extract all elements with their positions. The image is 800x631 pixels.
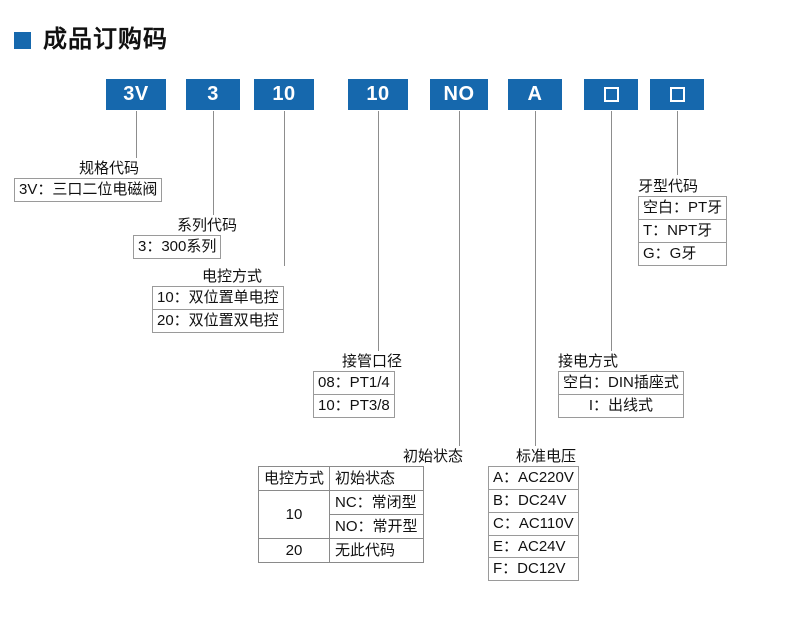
annotation-wiring: 接电方式 空白：DIN插座式 I：出线式 xyxy=(558,353,724,418)
option-list-series: 3：300系列 xyxy=(133,235,222,259)
annotation-series: 系列代码 3：300系列 xyxy=(133,217,281,259)
leader-line-voltage xyxy=(535,111,536,446)
table-row: 20 无此代码 xyxy=(257,538,424,564)
blank-square-icon xyxy=(603,87,619,102)
table-row: 10 NC：常闭型 xyxy=(257,490,424,540)
code-box-voltage[interactable]: A xyxy=(508,79,562,110)
annotation-title-wiring: 接电方式 xyxy=(558,353,619,370)
leader-line-spec xyxy=(136,111,137,158)
option-list-control: 10：双位置单电控 20：双位置双电控 xyxy=(152,286,284,333)
annotation-title-thread: 牙型代码 xyxy=(638,178,699,195)
option-item: F：DC12V xyxy=(493,560,566,578)
code-box-wiring[interactable] xyxy=(584,79,638,110)
table-row: NO：常开型 xyxy=(259,514,424,540)
annotation-title-port: 接管口径 xyxy=(341,353,402,370)
option-item: 10：PT3/8 xyxy=(318,397,390,414)
initial-state-table: 电控方式 初始状态 10 NC：常闭型 NO：常开型 20 无此代码 xyxy=(257,466,424,564)
table-header-cell: 电控方式 xyxy=(257,466,331,492)
option-item: 08：PT1/4 xyxy=(314,372,394,395)
table-cell-code: 10 xyxy=(257,490,331,540)
annotation-title-control: 电控方式 xyxy=(201,268,262,285)
option-item: A：AC220V xyxy=(489,467,578,490)
code-box-port[interactable]: 10 xyxy=(348,79,408,110)
blank-square-icon xyxy=(669,87,685,102)
option-item: 3：300系列 xyxy=(138,238,217,256)
leader-line-initial-state xyxy=(459,111,460,446)
code-box-spec[interactable]: 3V xyxy=(106,79,166,110)
code-box-control[interactable]: 10 xyxy=(254,79,314,110)
annotation-title-voltage: 标准电压 xyxy=(515,448,576,465)
code-box-series[interactable]: 3 xyxy=(186,79,240,110)
annotation-title-initial-state: 初始状态 xyxy=(402,448,463,465)
leader-line-port xyxy=(378,111,379,351)
table-header-cell: 初始状态 xyxy=(329,466,424,492)
annotation-title-spec: 规格代码 xyxy=(78,160,139,177)
annotation-spec: 规格代码 3V：三口二位电磁阀 xyxy=(14,160,204,202)
table-cell-state: 无此代码 xyxy=(329,538,424,564)
leader-line-series xyxy=(213,111,214,215)
annotation-initial-state: 初始状态 电控方式 初始状态 10 NC：常闭型 NO：常开型 20 无此代码 xyxy=(257,448,473,564)
annotation-title-series: 系列代码 xyxy=(176,217,237,234)
leader-line-wiring xyxy=(611,111,612,351)
option-list-spec: 3V：三口二位电磁阀 xyxy=(14,178,163,202)
option-item: E：AC24V xyxy=(489,536,578,559)
annotation-port: 接管口径 08：PT1/4 10：PT3/8 xyxy=(313,353,431,418)
annotation-control: 电控方式 10：双位置单电控 20：双位置双电控 xyxy=(152,268,312,333)
annotation-thread: 牙型代码 空白：PT牙 T：NPT牙 G：G牙 xyxy=(638,178,748,266)
option-item: 空白：DIN插座式 xyxy=(559,372,683,395)
code-box-thread[interactable] xyxy=(650,79,704,110)
option-item: G：G牙 xyxy=(643,244,697,262)
option-list-voltage: A：AC220V B：DC24V C：AC110V E：AC24V F：DC12… xyxy=(488,466,579,581)
option-item: C：AC110V xyxy=(489,513,578,536)
leader-line-thread xyxy=(677,111,678,175)
option-item: B：DC24V xyxy=(489,490,578,513)
option-list-port: 08：PT1/4 10：PT3/8 xyxy=(313,371,395,418)
code-box-initial-state[interactable]: NO xyxy=(430,79,488,110)
annotation-voltage: 标准电压 A：AC220V B：DC24V C：AC110V E：AC24V F… xyxy=(488,448,604,581)
option-item: 空白：PT牙 xyxy=(639,197,727,220)
option-item: T：NPT牙 xyxy=(639,220,727,243)
page-title-text: 成品订购码 xyxy=(43,26,168,53)
page-title: 成品订购码 xyxy=(14,28,168,52)
title-bullet-icon xyxy=(14,31,31,49)
table-cell-state: NC：常闭型 xyxy=(329,490,424,516)
option-list-wiring: 空白：DIN插座式 I：出线式 xyxy=(558,371,684,418)
table-header-row: 电控方式 初始状态 xyxy=(257,466,424,492)
table-cell-code: 20 xyxy=(257,538,331,564)
option-item: 20：双位置双电控 xyxy=(157,312,279,329)
option-item: 3V：三口二位电磁阀 xyxy=(19,181,158,199)
table-cell-state: NO：常开型 xyxy=(329,514,424,540)
option-item: 10：双位置单电控 xyxy=(153,287,283,310)
leader-line-control xyxy=(284,111,285,266)
option-list-thread: 空白：PT牙 T：NPT牙 G：G牙 xyxy=(638,196,728,266)
option-item: I：出线式 xyxy=(588,397,653,414)
